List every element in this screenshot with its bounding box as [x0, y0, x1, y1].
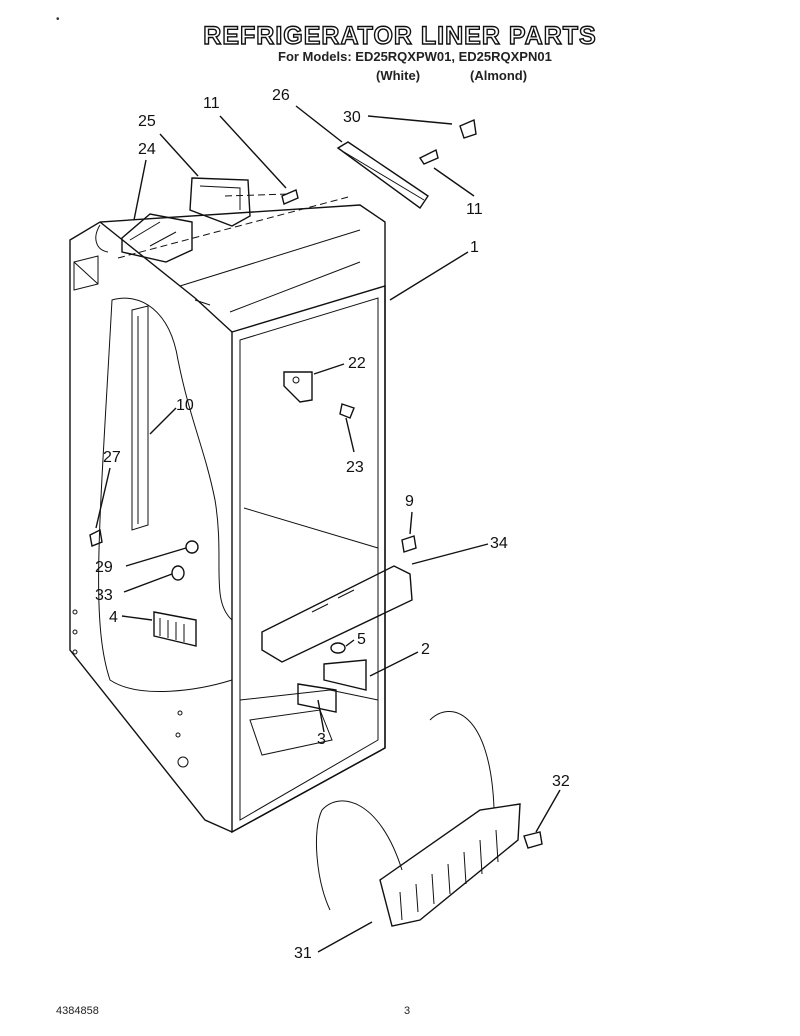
callout-31: 31 [294, 945, 312, 962]
part-screw-23 [339, 403, 355, 419]
page-title: REFRIGERATOR LINER PARTS [203, 21, 597, 50]
corner-mark: • [56, 14, 60, 25]
part-socket-29 [185, 540, 199, 554]
variant-almond-label: (Almond) [470, 68, 528, 83]
callout-11-right: 11 [466, 201, 483, 218]
part-bracket-2 [323, 659, 367, 691]
callout-32: 32 [552, 773, 570, 790]
part-pan-31 [315, 711, 521, 927]
leader-lines [95, 105, 561, 953]
part-screw-32 [523, 831, 543, 849]
callout-labels: 25 24 11 26 30 11 1 22 23 10 27 9 34 29 … [95, 87, 570, 962]
part-grommet-5 [330, 642, 346, 654]
callout-5: 5 [357, 631, 366, 648]
callout-9: 9 [405, 493, 414, 510]
variant-white-label: (White) [376, 68, 421, 83]
callout-24: 24 [138, 141, 156, 158]
callout-22: 22 [348, 355, 366, 372]
page-number: 3 [404, 1005, 411, 1017]
callout-4: 4 [109, 609, 118, 626]
callout-1: 1 [470, 239, 479, 256]
callout-25: 25 [138, 113, 156, 130]
part-shelf-support-34 [261, 565, 413, 663]
callout-33: 33 [95, 587, 113, 604]
part-clip-30 [459, 118, 477, 139]
callout-26: 26 [272, 87, 290, 104]
callout-30: 30 [343, 109, 361, 126]
callout-29: 29 [95, 559, 113, 576]
part-button-9 [401, 535, 417, 553]
document-number: 4384858 [56, 1005, 99, 1017]
part-screw-11-top [281, 189, 299, 205]
part-screw-27 [89, 528, 103, 547]
callout-23: 23 [346, 459, 364, 476]
part-bracket-25 [189, 177, 251, 227]
part-channel-26 [336, 141, 429, 209]
part-bracket-22 [283, 371, 313, 403]
part-control-housing [121, 213, 193, 263]
callout-10: 10 [176, 397, 194, 414]
part-bulb-33 [171, 565, 185, 581]
liner-body [69, 204, 386, 834]
callout-2: 2 [421, 641, 430, 658]
callout-3: 3 [317, 731, 326, 748]
models-line: For Models: ED25RQXPW01, ED25RQXPN01 [278, 49, 552, 64]
part-screw-11-right [418, 148, 439, 165]
part-bracket-3 [297, 683, 337, 713]
part-grille-4 [153, 611, 197, 647]
callout-27: 27 [103, 449, 121, 466]
assembly-guides [117, 193, 353, 259]
callout-11-top: 11 [203, 95, 220, 112]
callout-34: 34 [490, 535, 508, 552]
